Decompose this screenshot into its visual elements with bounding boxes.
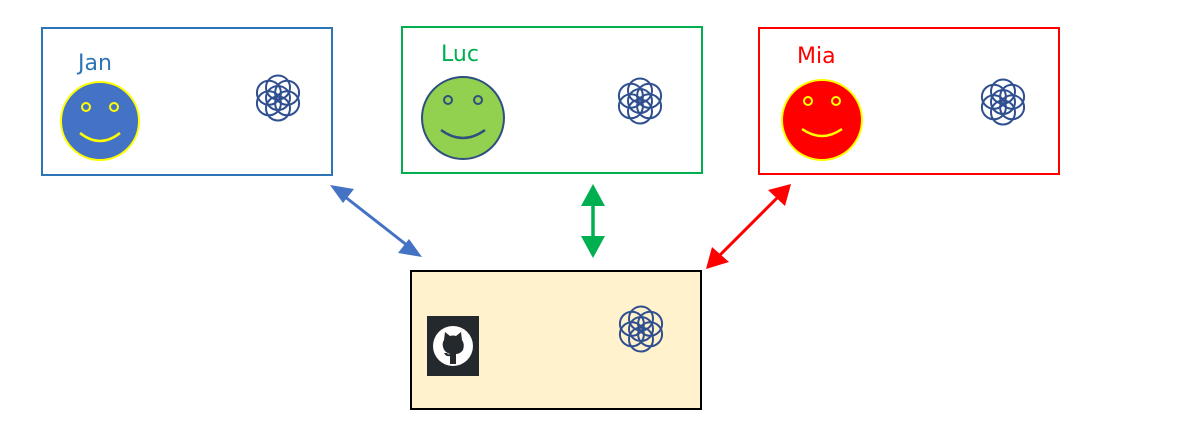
user-box-luc: Luc — [401, 26, 703, 174]
github-icon — [427, 316, 479, 376]
arrow-mia-repository — [706, 184, 791, 269]
seed-of-life-icon — [617, 77, 663, 125]
flower-petal — [274, 90, 301, 117]
arrow-jan-repository — [330, 185, 422, 257]
smiley-face-icon — [421, 76, 505, 160]
flower-petal — [637, 321, 664, 348]
flower-petal — [636, 82, 663, 109]
flower-petal — [999, 94, 1026, 121]
flower-petal — [999, 83, 1026, 110]
user-name-mia: Mia — [797, 44, 836, 69]
flower-petal — [274, 79, 301, 106]
user-box-jan: Jan — [41, 27, 333, 176]
seed-of-life-icon — [255, 74, 301, 122]
user-box-mia: Mia — [758, 27, 1060, 175]
repository-box — [410, 270, 702, 410]
seed-of-life-icon — [618, 305, 664, 353]
user-name-jan: Jan — [78, 51, 112, 76]
user-name-luc: Luc — [441, 42, 479, 67]
seed-of-life-icon — [980, 78, 1026, 126]
flower-petal — [636, 93, 663, 120]
flower-petal — [637, 310, 664, 337]
arrow-luc-repository — [581, 184, 605, 258]
smiley-face-icon — [60, 81, 140, 161]
smiley-face-icon — [781, 79, 863, 161]
